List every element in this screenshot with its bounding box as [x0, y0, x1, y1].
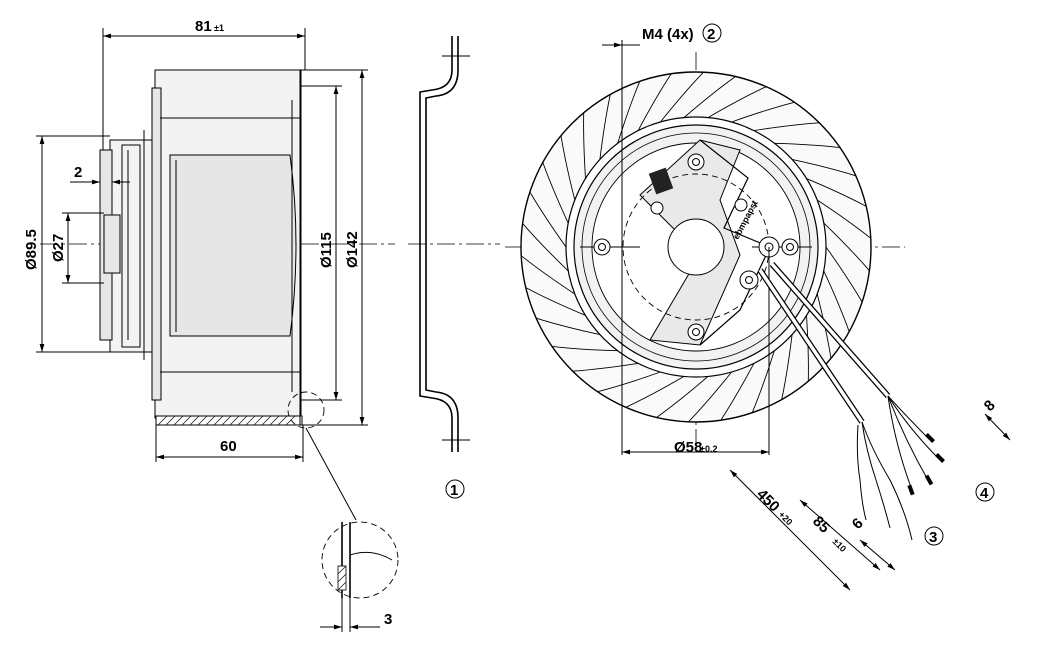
- impeller-blade: [560, 135, 576, 201]
- ferrules: [907, 433, 945, 496]
- impeller-blade: [751, 350, 775, 413]
- impeller-blades: [520, 71, 872, 423]
- detail-circle: [321, 521, 399, 599]
- impeller-blade: [520, 255, 576, 295]
- dim-ferrule: 8: [981, 397, 999, 415]
- impeller-blade: [825, 246, 863, 303]
- detail-view: 3: [320, 521, 399, 632]
- shroud-hatch: [157, 415, 296, 426]
- impeller-blade: [529, 191, 567, 248]
- impeller-blade: [707, 86, 767, 118]
- impeller-blade: [542, 162, 569, 224]
- impeller-blade: [656, 376, 709, 418]
- callout-3: 3: [929, 529, 937, 546]
- dim-outer-diameter: Ø142: [344, 231, 361, 268]
- impeller-blade: [753, 122, 820, 132]
- impeller-blade: [551, 345, 618, 352]
- detail-marker-circle: [287, 391, 325, 429]
- dim-strip-length-tol: ±10: [831, 536, 849, 554]
- impeller-blade: [522, 223, 569, 272]
- impeller-blade: [660, 71, 704, 123]
- dim-line-85: [799, 499, 881, 571]
- inlet-ring-view: 1: [408, 36, 500, 499]
- impeller-blade: [731, 101, 795, 123]
- callout-4: 4: [980, 485, 989, 502]
- dim-strip-end: 6: [849, 515, 867, 533]
- dim-thread: M4 (4x): [642, 26, 694, 43]
- dim-lead-length: 450: [753, 486, 783, 516]
- dim-strip-length: 85: [809, 513, 833, 537]
- callout-2: 2: [707, 26, 715, 43]
- impeller-blade: [781, 334, 793, 400]
- impeller-blade: [637, 73, 672, 131]
- impeller-blade: [792, 158, 856, 177]
- callout-1-circle: [445, 479, 465, 499]
- dim-bolt-circle-tol: ±0.2: [700, 444, 717, 454]
- impeller-blade: [625, 376, 685, 408]
- impeller-blade: [823, 222, 870, 271]
- dim-overall-length-tol: ±1: [214, 23, 224, 33]
- hub-boss: [103, 214, 121, 274]
- callout-2-circle: [702, 23, 722, 43]
- detail-leader: [305, 427, 357, 521]
- impeller-blade: [816, 199, 872, 239]
- dim-hub-step: 2: [74, 164, 82, 181]
- impeller-blade: [774, 142, 841, 149]
- callout-4-circle: [975, 482, 995, 502]
- callout-1: 1: [450, 482, 458, 499]
- impeller-blade: [536, 317, 600, 336]
- dim-line-450: [729, 469, 851, 591]
- impeller-blade: [617, 81, 641, 144]
- impeller-blade: [683, 76, 736, 118]
- dim-lead-length-tol: +20: [777, 509, 795, 527]
- mounting-holes: [593, 153, 799, 341]
- back-plate: [151, 87, 162, 401]
- impeller-blade: [806, 178, 867, 207]
- dim-depth: 60: [220, 438, 237, 455]
- dim-hub-diameter: Ø27: [50, 234, 67, 262]
- dim-bolt-circle: Ø58: [674, 439, 702, 456]
- impeller-blade: [823, 270, 850, 332]
- dim-inlet-diameter: Ø115: [318, 232, 335, 268]
- dim-detail-thickness: 3: [384, 611, 392, 628]
- inlet-ring-outline: [419, 36, 453, 452]
- impeller-blade: [806, 315, 809, 382]
- impeller-blade: [583, 112, 586, 179]
- dim-overall-length: 81: [195, 18, 212, 35]
- rating-label: [648, 167, 674, 195]
- dim-line-6: [859, 539, 896, 571]
- front-view: ebmpapst M4 (4x) 2 Ø58 ±0.2: [505, 23, 905, 456]
- impeller-blade: [688, 371, 732, 423]
- motor-rotor: [169, 154, 297, 337]
- impeller-blade: [525, 287, 586, 316]
- impeller-blade: [572, 362, 639, 372]
- impeller-blade: [720, 363, 755, 421]
- dim-mount-diameter: Ø89.5: [23, 229, 40, 270]
- impeller-blade: [597, 371, 661, 393]
- side-view: 81 ±1 2 Ø89.5 Ø27 Ø115 Ø142 60: [23, 18, 395, 521]
- shroud-bottom: [155, 415, 303, 426]
- callout-3-circle: [924, 526, 944, 546]
- impeller-blade: [599, 94, 611, 160]
